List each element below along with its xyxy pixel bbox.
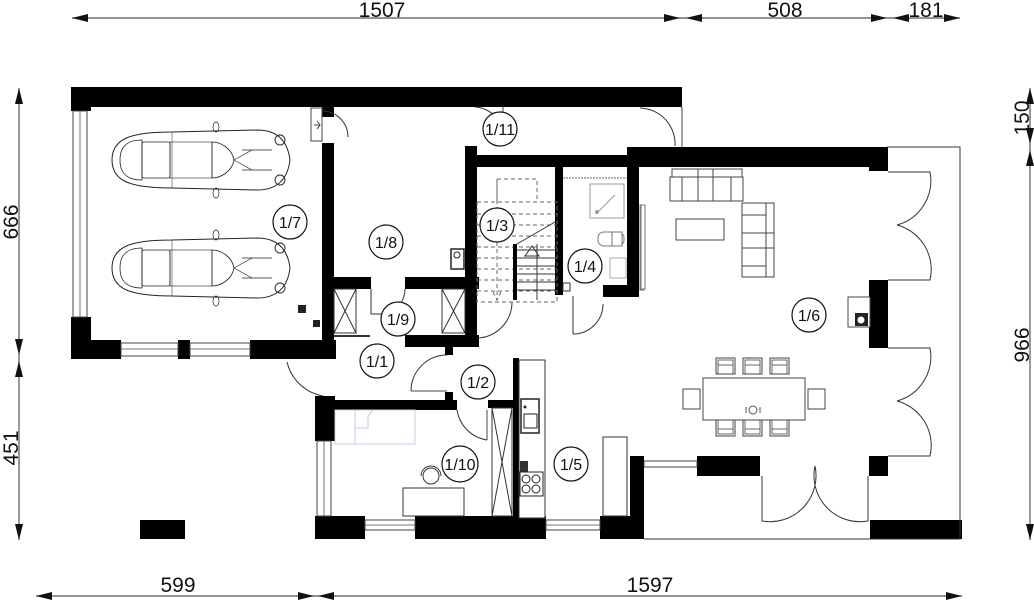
wardrobes <box>333 288 513 517</box>
walls <box>71 87 962 539</box>
dimension-left: 666 451 <box>0 88 23 540</box>
room-label-1-6[interactable]: 1/6 <box>791 297 827 333</box>
kitchen <box>518 359 628 519</box>
windows <box>72 107 961 540</box>
svg-text:1/6: 1/6 <box>798 308 820 325</box>
room-labels: 1/7 1/8 1/11 1/3 1/4 1/9 1/6 1/1 <box>272 111 827 483</box>
room-label-1-7[interactable]: 1/7 <box>272 204 308 240</box>
svg-text:1/7: 1/7 <box>279 215 301 232</box>
dim-right-1: 150 <box>1011 100 1034 135</box>
dim-left-1: 666 <box>0 204 23 239</box>
dim-top-3: 181 <box>908 0 943 22</box>
room-label-1-11[interactable]: 1/11 <box>482 111 518 147</box>
dimension-right: 150 966 <box>1011 88 1034 540</box>
dim-left-2: 451 <box>0 430 23 465</box>
room-label-1-3[interactable]: 1/3 <box>479 207 515 243</box>
room-label-1-1[interactable]: 1/1 <box>359 343 395 379</box>
svg-text:1/9: 1/9 <box>387 312 409 329</box>
dimension-bottom: 599 1597 <box>36 574 962 600</box>
dim-top-2: 508 <box>767 0 802 22</box>
dim-top-1: 1507 <box>359 0 406 22</box>
study <box>334 409 465 517</box>
svg-text:1/11: 1/11 <box>485 122 515 139</box>
dim-bottom-1: 599 <box>160 574 195 597</box>
garage-cars <box>111 121 320 327</box>
svg-text:1/5: 1/5 <box>560 457 582 474</box>
svg-text:1/1: 1/1 <box>366 354 388 371</box>
svg-text:1/10: 1/10 <box>444 457 475 474</box>
svg-text:1/4: 1/4 <box>574 259 596 276</box>
dim-right-2: 966 <box>1011 327 1034 362</box>
svg-text:1/8: 1/8 <box>375 235 397 252</box>
room-label-1-4[interactable]: 1/4 <box>567 248 603 284</box>
staircase <box>476 178 558 303</box>
room-label-1-10[interactable]: 1/10 <box>441 445 479 483</box>
dim-bottom-2: 1597 <box>627 574 674 597</box>
svg-text:1/3: 1/3 <box>486 218 508 235</box>
room-label-1-9[interactable]: 1/9 <box>380 301 416 337</box>
dining <box>682 357 826 437</box>
dimension-top: 1507 508 181 <box>72 0 960 22</box>
room-label-1-2[interactable]: 1/2 <box>460 364 496 400</box>
svg-text:1/2: 1/2 <box>467 375 489 392</box>
room-label-1-5[interactable]: 1/5 <box>553 446 589 482</box>
utility-boxes <box>298 248 465 313</box>
living-room <box>640 168 871 328</box>
room-label-1-8[interactable]: 1/8 <box>368 224 404 260</box>
